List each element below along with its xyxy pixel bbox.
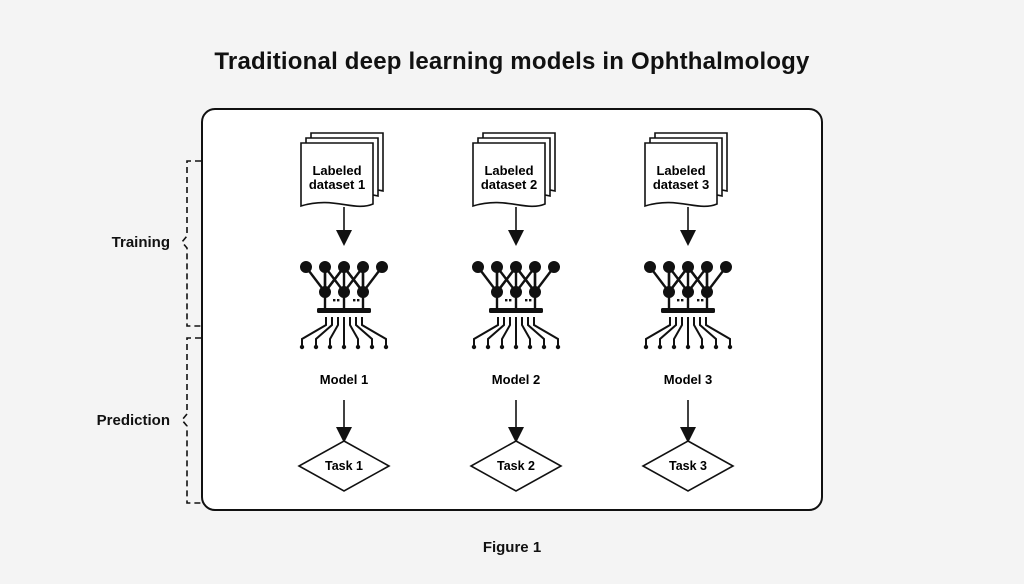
- neural-network-icon: [471, 261, 561, 350]
- model-label: Model 1: [320, 372, 368, 387]
- dataset-label-line2: dataset 3: [653, 177, 709, 192]
- neural-network-icon: [643, 261, 733, 350]
- model-label: Model 3: [664, 372, 712, 387]
- training-bracket: [180, 160, 201, 327]
- task-diamond: [297, 440, 391, 492]
- dataset-label-line2: dataset 1: [309, 177, 365, 192]
- figure-caption: Figure 1: [482, 539, 542, 556]
- task-diamond: [469, 440, 563, 492]
- task-diamond: [641, 440, 735, 492]
- prediction-label: Prediction: [96, 412, 170, 429]
- dataset-icon: [472, 132, 556, 208]
- training-label: Training: [111, 234, 170, 251]
- dataset-label-line1: Labeled: [312, 163, 361, 178]
- dataset-label-line1: Labeled: [656, 163, 705, 178]
- figure-title: Traditional deep learning models in Opht…: [214, 48, 810, 75]
- model-label: Model 2: [492, 372, 540, 387]
- dataset-icon: [300, 132, 384, 208]
- dataset-label-line2: dataset 2: [481, 177, 537, 192]
- task-label: Task 3: [669, 459, 707, 473]
- neural-network-icon: [299, 261, 389, 350]
- dataset-icon: [644, 132, 728, 208]
- dataset-label-line1: Labeled: [484, 163, 533, 178]
- task-label: Task 2: [497, 459, 535, 473]
- task-label: Task 1: [325, 459, 363, 473]
- prediction-bracket: [180, 337, 201, 504]
